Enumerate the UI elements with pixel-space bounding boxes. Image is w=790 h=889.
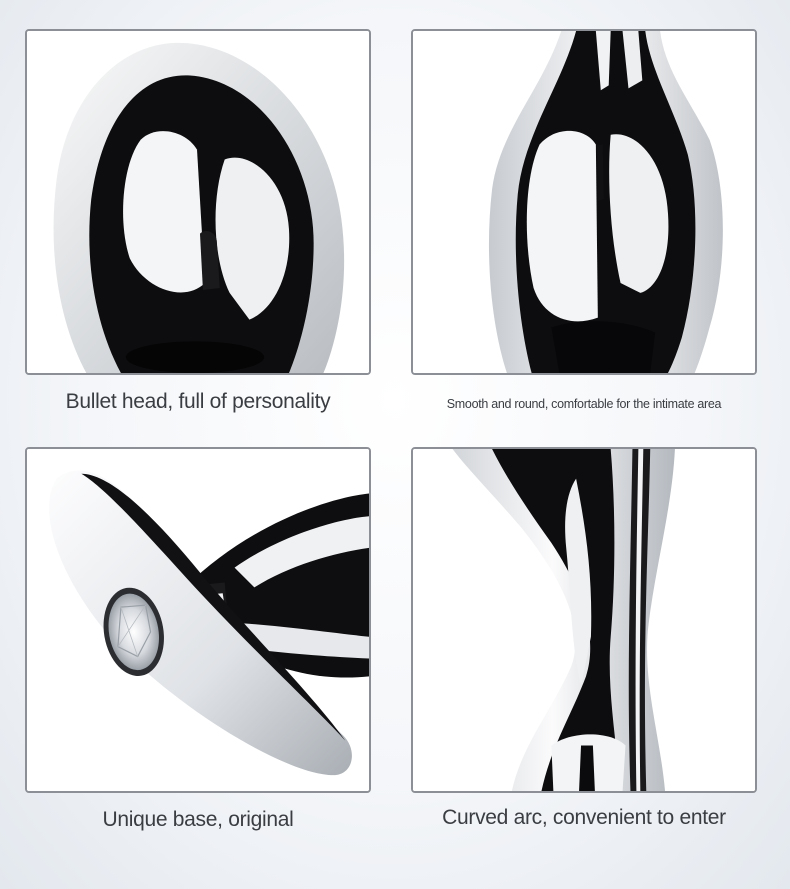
product-image-smooth-body bbox=[411, 29, 757, 375]
smooth-body-illustration bbox=[413, 31, 755, 373]
bullet-head-illustration bbox=[27, 31, 369, 373]
caption-curved-arc: Curved arc, convenient to enter bbox=[442, 806, 726, 829]
product-image-curved-arc bbox=[411, 447, 757, 793]
product-image-bullet-head bbox=[25, 29, 371, 375]
product-image-jeweled-base bbox=[25, 447, 371, 793]
caption-smooth-body: Smooth and round, comfortable for the in… bbox=[446, 397, 722, 411]
jeweled-base-illustration bbox=[27, 449, 369, 791]
caption-bullet-head: Bullet head, full of personality bbox=[65, 390, 331, 413]
caption-jeweled-base: Unique base, original bbox=[102, 808, 294, 831]
curved-arc-illustration bbox=[413, 449, 755, 791]
